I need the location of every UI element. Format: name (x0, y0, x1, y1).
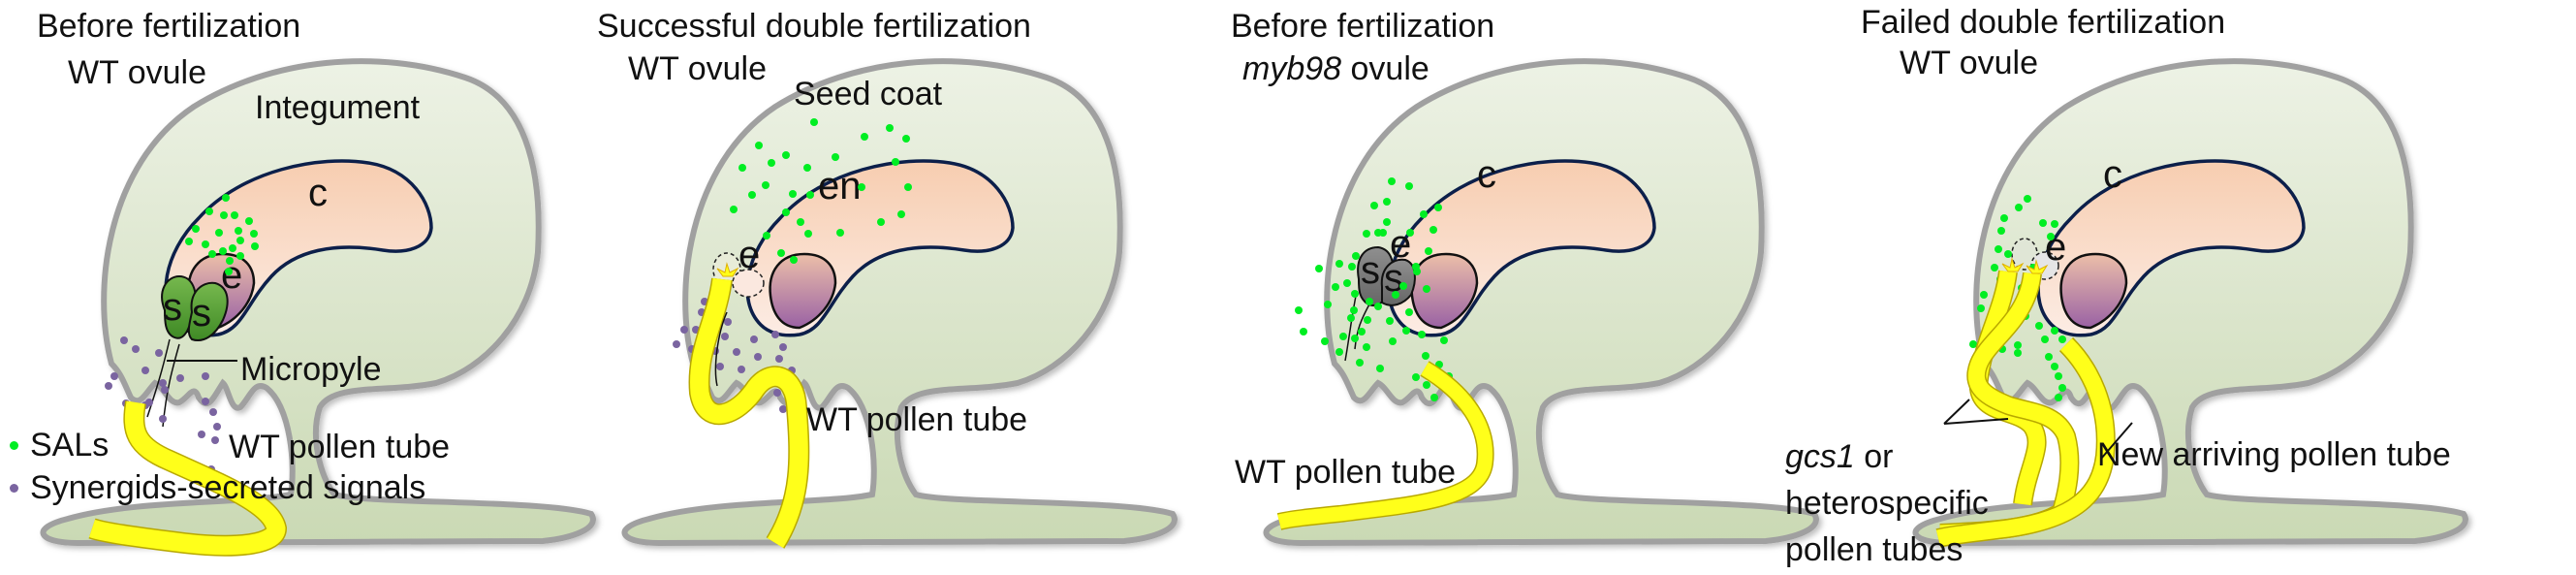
central-cell-label: c (2103, 153, 2122, 196)
synergids-myb98 (1357, 245, 1416, 306)
panel-title: Successful double fertilization (597, 8, 1031, 45)
sal-dots (185, 194, 259, 275)
failed-tubes-label-line2: heterospecific (1785, 485, 1989, 522)
micropyle-canal-line (714, 311, 728, 387)
central-cell-label: c (1477, 153, 1496, 196)
failed-tubes-label-line3: pollen tubes (1785, 531, 1963, 568)
synergid-signal-dots (105, 336, 221, 473)
gcs1-italic: gcs1 (1785, 438, 1855, 475)
egg-cell-label: e (2045, 226, 2066, 269)
wt-pollen-tube (89, 400, 286, 556)
sal-dots (1295, 177, 1453, 401)
sal-dots (730, 118, 912, 264)
panel-subtitle: myb98 ovule (1242, 50, 1429, 87)
new-tube-pointer (2100, 422, 2133, 460)
synergids (161, 274, 229, 341)
seed-coat-label: Seed coat (794, 76, 943, 112)
ovule-word: ovule (1341, 50, 1429, 87)
burst-icon (2026, 259, 2049, 274)
burst-icon (2001, 257, 2025, 272)
legend-label: SALs (30, 427, 110, 463)
legend-item-sals: SALs (4, 424, 425, 466)
new-tube-label: New arriving pollen tube (2097, 436, 2451, 473)
myb98-italic: myb98 (1242, 50, 1341, 87)
micropyle-label: Micropyle (240, 351, 381, 388)
pollen-tube-burst-icon (716, 262, 739, 277)
legend: SALs Synergids-secreted signals (4, 424, 425, 509)
panel-subtitle: WT ovule (68, 54, 206, 91)
synergid-label: s (192, 292, 211, 335)
or-word: or (1855, 438, 1894, 475)
synergid-label: s (1361, 249, 1380, 292)
zygote-label: e (738, 234, 760, 276)
failed-tubes-pointer (1943, 418, 2009, 425)
egg-cell-label: e (1390, 223, 1411, 266)
micropyle-canal-line (1344, 290, 1358, 362)
panel-subtitle: WT ovule (1900, 45, 2038, 81)
synergid-label: s (1384, 257, 1403, 300)
central-cell-label: c (308, 172, 328, 214)
failed-tubes-pointer (1943, 399, 1970, 425)
panel-wt-before: c e s s Before fertil (37, 8, 593, 557)
panel-myb98-before: c e s s Before fertilization (1231, 8, 1816, 543)
pollen-tube-label: WT pollen tube (806, 401, 1027, 438)
panel-title: Before fertilization (1231, 8, 1494, 45)
micropyle-canal-line (1354, 302, 1371, 350)
sal-dot-icon (10, 440, 18, 450)
legend-label: Synergids-secreted signals (30, 469, 426, 506)
panel-title: Failed double fertilization (1861, 4, 2225, 41)
panel-wt-success: en e Successful double fertilizatio (597, 8, 1175, 549)
failed-tubes-label-line1: gcs1 or (1785, 438, 1894, 475)
synergid-signal-dot-icon (10, 483, 18, 493)
synergid-label: s (163, 286, 182, 329)
integument-label: Integument (255, 89, 421, 126)
pollen-tube-label: WT pollen tube (229, 429, 450, 465)
panel-title: Before fertilization (37, 8, 300, 45)
legend-item-synergid-signals: Synergids-secreted signals (4, 466, 425, 509)
micropyle-canal-line (146, 338, 171, 418)
panel-wt-failed: c e Fa (1785, 4, 2466, 568)
egg-cell-label: e (221, 254, 242, 297)
wt-pollen-tube (690, 277, 808, 549)
endosperm-label: en (818, 165, 862, 208)
new-arriving-pollen-tube (1935, 337, 2115, 547)
pollen-tube-label: WT pollen tube (1235, 454, 1456, 491)
failed-pollen-tubes (1939, 257, 2080, 543)
wt-pollen-tube (1277, 362, 1493, 529)
panel-subtitle: WT ovule (628, 50, 767, 87)
degenerated-synergids (712, 252, 765, 298)
